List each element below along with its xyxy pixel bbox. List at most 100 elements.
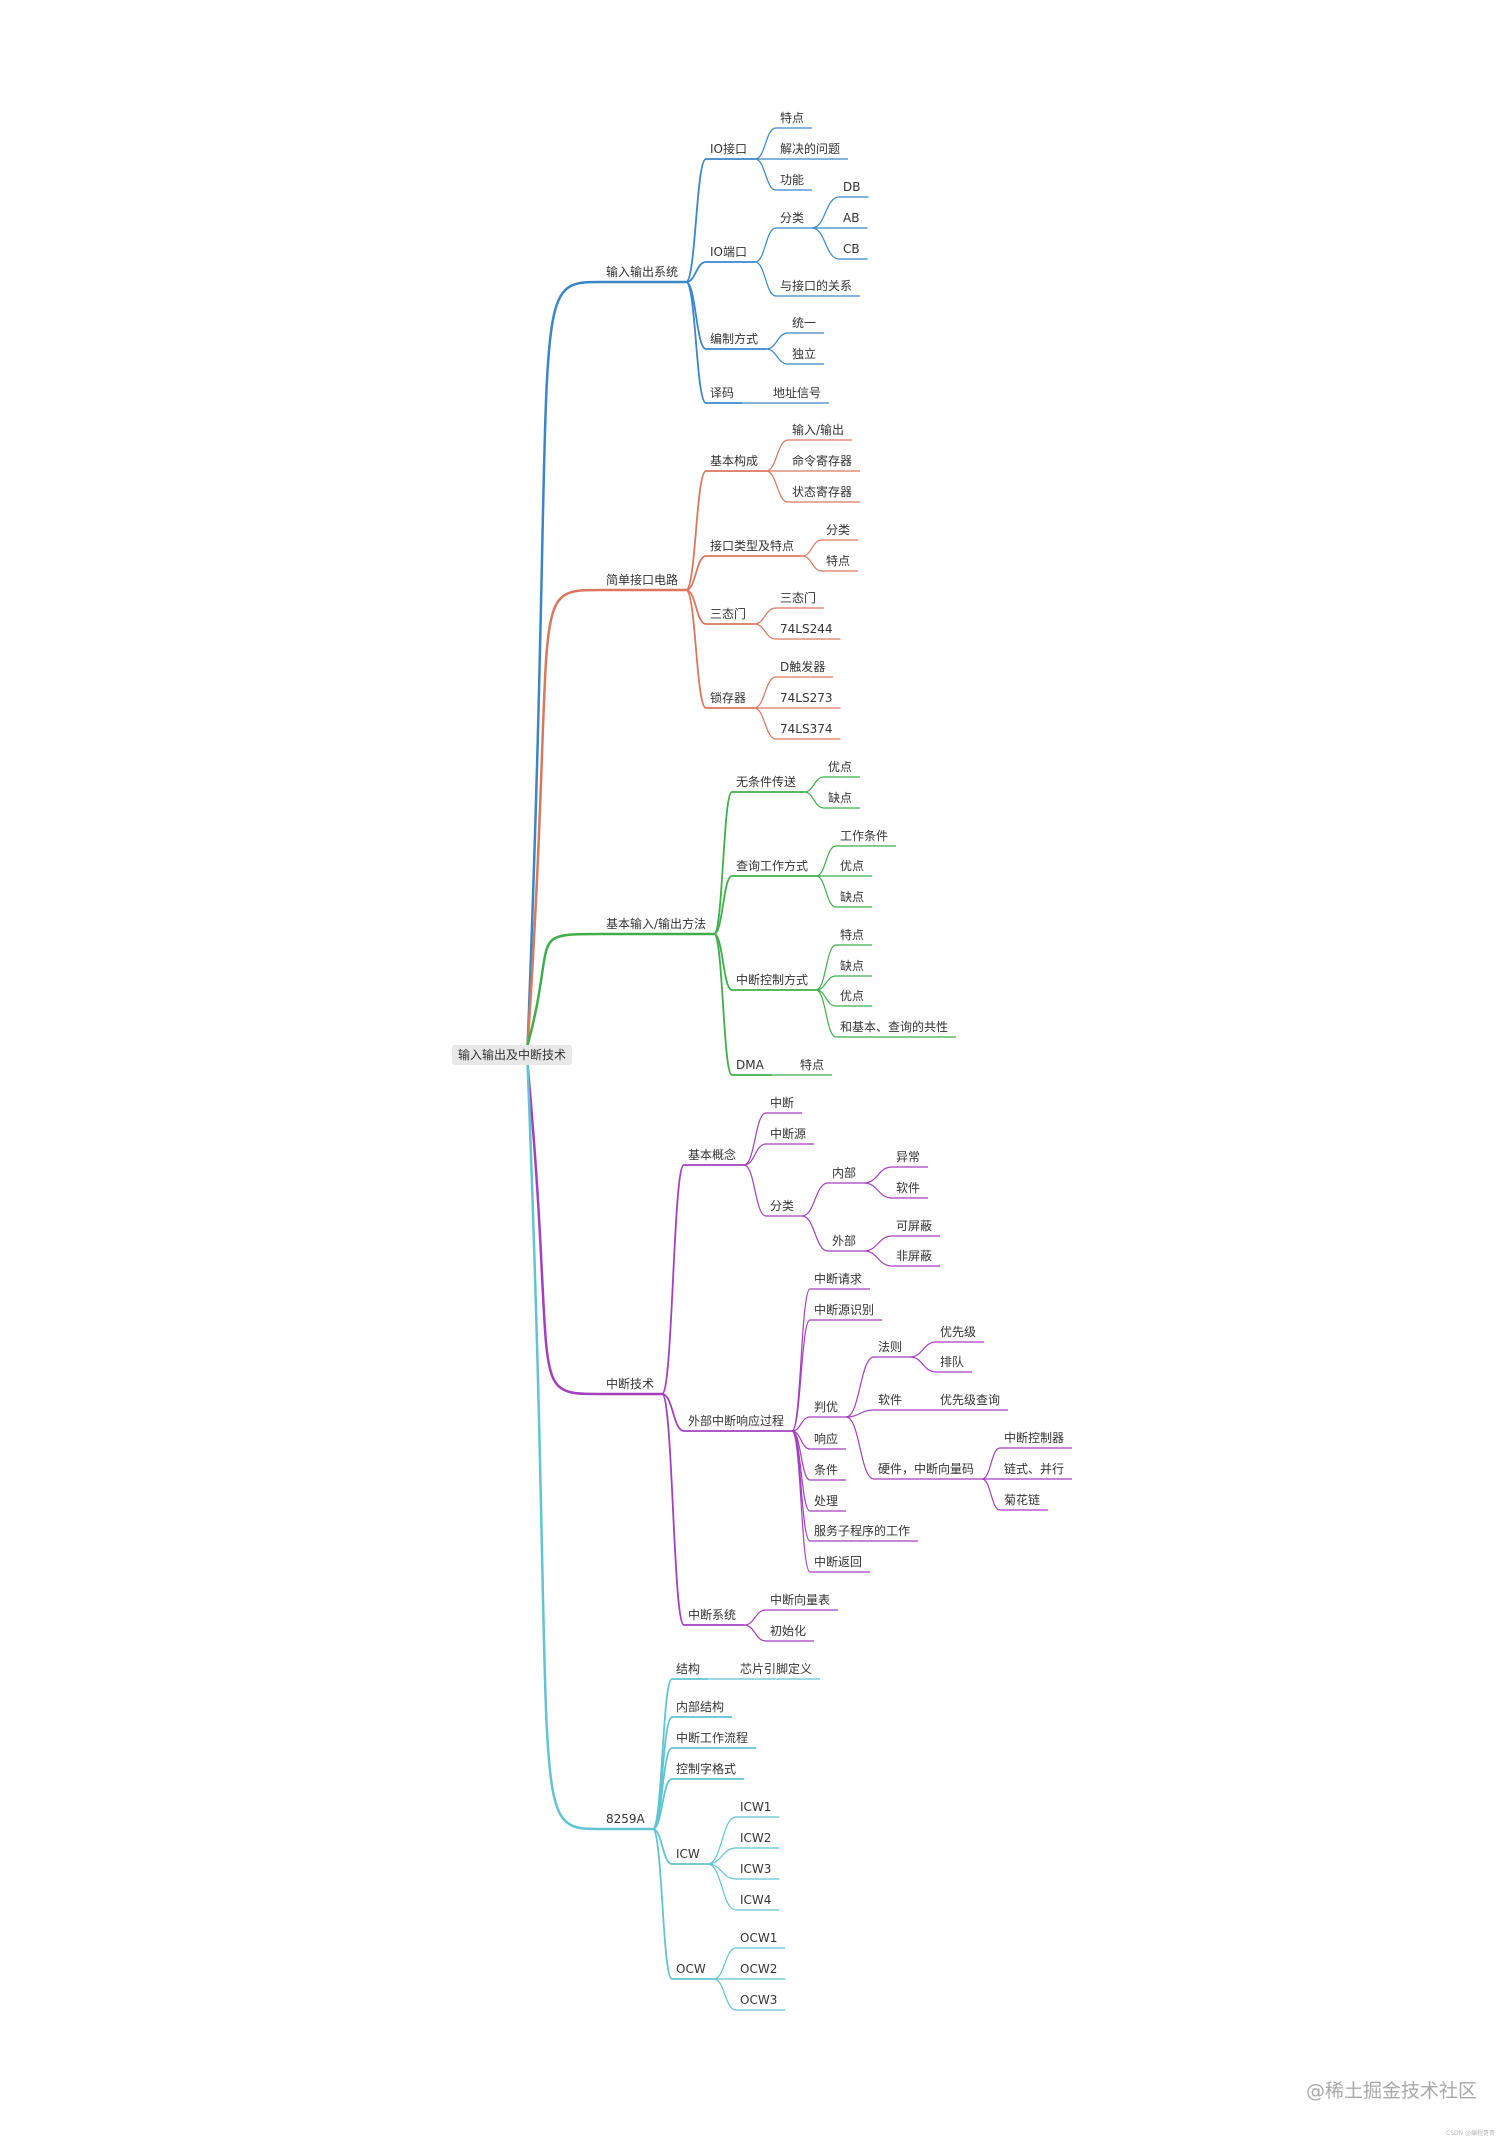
mind-map-node-label[interactable]: ICW2 (740, 1831, 771, 1845)
mind-map-node-label[interactable]: D触发器 (780, 659, 825, 674)
mind-map-node-label[interactable]: 链式、并行 (1004, 1461, 1064, 1476)
mind-map-node-label[interactable]: 中断请求 (814, 1271, 862, 1286)
mind-map-node-label[interactable]: 三态门 (710, 606, 746, 621)
mind-map-node-label[interactable]: 特点 (800, 1057, 824, 1072)
mind-map-node-label[interactable]: 软件 (896, 1181, 920, 1195)
mind-map-node-label[interactable]: 中断返回 (814, 1554, 862, 1569)
mind-map-node-label[interactable]: 中断源识别 (814, 1302, 874, 1317)
branch-connector (713, 791, 733, 935)
mind-map-node-label[interactable]: 编制方式 (710, 331, 758, 346)
mind-map-node-label[interactable]: CB (843, 242, 860, 256)
mind-map-node-label[interactable]: 法则 (878, 1340, 902, 1354)
mind-map-node-label[interactable]: 基本输入/输出方法 (606, 916, 706, 931)
mind-map-node-label[interactable]: DB (843, 180, 860, 194)
mind-map-node-label[interactable]: 输入/输出 (792, 422, 844, 437)
mind-map-node-label[interactable]: 解决的问题 (780, 141, 840, 156)
mind-map-node-label[interactable]: 优点 (840, 989, 864, 1003)
mind-map-node-label[interactable]: OCW3 (740, 1993, 777, 2007)
mind-map-node-label[interactable]: 译码 (710, 386, 734, 400)
mind-map-node-label[interactable]: 结构 (676, 1661, 700, 1676)
mind-map-node-label[interactable]: ICW1 (740, 1800, 771, 1814)
mind-map-node-label[interactable]: 特点 (840, 927, 864, 942)
branch-connector (685, 281, 707, 404)
mind-map-node-label[interactable]: 基本构成 (710, 453, 758, 468)
mind-map-node-label[interactable]: 统一 (792, 316, 816, 330)
mind-map-node-label[interactable]: 无条件传送 (736, 774, 796, 789)
mind-map-node-label[interactable]: 硬件，中断向量码 (878, 1461, 974, 1476)
mind-map-node-label[interactable]: 中断系统 (688, 1607, 736, 1622)
mind-map-node-label[interactable]: 8259A (606, 1812, 646, 1826)
mind-map-node-label[interactable]: 优点 (840, 859, 864, 873)
mind-map-node-label[interactable]: 异常 (896, 1150, 920, 1164)
mind-map-node-label[interactable]: 中断技术 (606, 1376, 654, 1391)
root-node-box[interactable] (452, 1045, 573, 1065)
mind-map-node-label[interactable]: 芯片引脚定义 (740, 1661, 812, 1676)
branch-connector (815, 875, 837, 908)
mind-map-node-label[interactable]: DMA (736, 1058, 765, 1072)
mind-map-node-label[interactable]: 优点 (828, 760, 852, 774)
mind-map-node-label[interactable]: 74LS374 (780, 722, 832, 736)
mind-map-node-label[interactable]: 地址信号 (773, 386, 821, 400)
mind-map-node-label[interactable]: OCW2 (740, 1962, 777, 1976)
mind-map-node-label[interactable]: 优先级 (940, 1325, 976, 1339)
mind-map-node-label[interactable]: 响应 (814, 1431, 838, 1446)
mind-map-node-label[interactable]: OCW (676, 1962, 706, 1976)
mind-map-node-label[interactable]: 条件 (814, 1463, 838, 1477)
mind-map-node-label[interactable]: 外部中断响应过程 (688, 1413, 784, 1428)
mind-map-node-label[interactable]: 锁存器 (710, 690, 746, 705)
mind-map-node-label[interactable]: 中断 (770, 1095, 794, 1110)
mind-map-node-label[interactable]: 初始化 (770, 1624, 806, 1638)
mind-map-node-label[interactable]: 外部 (832, 1233, 856, 1248)
mind-map-node-label[interactable]: ICW4 (740, 1893, 771, 1907)
mind-map-node-label[interactable]: 服务子程序的工作 (814, 1523, 910, 1538)
mind-map-node-label[interactable]: 接口类型及特点 (710, 538, 794, 553)
mind-map-node-label[interactable]: 三态门 (780, 590, 816, 605)
mind-map-node-label[interactable]: 缺点 (840, 958, 864, 973)
mind-map-node-label[interactable]: 优先级查询 (940, 1393, 1000, 1407)
mind-map-node-label[interactable]: 判优 (814, 1400, 838, 1414)
mind-map-node-label[interactable]: 菊花链 (1004, 1492, 1040, 1507)
mind-map-node-label[interactable]: 中断控制方式 (736, 972, 808, 987)
mind-map-node-label[interactable]: 分类 (770, 1199, 794, 1213)
mind-map-node-label[interactable]: 状态寄存器 (792, 484, 852, 499)
mind-map-node-label[interactable]: 与接口的关系 (780, 278, 852, 293)
mind-map-node-label[interactable]: OCW1 (740, 1931, 777, 1945)
mind-map-node-label[interactable]: 内部结构 (676, 1699, 724, 1714)
mind-map-node-label[interactable]: 排队 (940, 1354, 964, 1369)
mind-map-node-label[interactable]: 控制字格式 (676, 1761, 736, 1776)
mind-map-node-label[interactable]: 中断源 (770, 1126, 806, 1141)
mind-map-node-label[interactable]: 中断控制器 (1004, 1430, 1064, 1445)
mind-map-node-label[interactable]: 特点 (780, 110, 804, 125)
mind-map-node-label[interactable]: 命令寄存器 (792, 453, 852, 468)
mind-map-node-label[interactable]: 缺点 (840, 889, 864, 904)
root-node-label[interactable]: 输入输出及中断技术 (458, 1047, 566, 1062)
mind-map-node-label[interactable]: 简单接口电路 (606, 572, 678, 587)
mind-map-node-label[interactable]: ICW (676, 1847, 700, 1861)
mind-map-node-label[interactable]: 缺点 (828, 790, 852, 805)
mind-map-node-label[interactable]: IO接口 (710, 141, 747, 156)
mind-map-node-label[interactable]: 74LS273 (780, 691, 832, 705)
mind-map-node-label[interactable]: 内部 (832, 1165, 856, 1180)
mind-map-node-label[interactable]: 分类 (780, 211, 804, 225)
mind-map-node-label[interactable]: 输入输出系统 (606, 264, 678, 279)
mind-map-node-label[interactable]: 软件 (878, 1393, 902, 1407)
mind-map-node-label[interactable]: 和基本、查询的共性 (840, 1019, 948, 1034)
mind-map-node-label[interactable]: AB (843, 211, 859, 225)
mind-map-node-label[interactable]: 可屏蔽 (896, 1219, 932, 1233)
mind-map-node-label[interactable]: 工作条件 (840, 829, 888, 843)
mind-map-node-label[interactable]: 特点 (826, 553, 850, 568)
mind-map-node-label[interactable]: IO端口 (710, 245, 747, 259)
mind-map-node-label[interactable]: 非屏蔽 (896, 1249, 932, 1263)
mind-map-node-label[interactable]: 分类 (826, 523, 850, 537)
mind-map-node-label[interactable]: 中断向量表 (770, 1592, 830, 1607)
mind-map-node-label[interactable]: 查询工作方式 (736, 858, 808, 873)
mind-map-node-label[interactable]: 74LS244 (780, 622, 832, 636)
mind-map-node-label[interactable]: ICW3 (740, 1862, 771, 1876)
mind-map-node-label[interactable]: 功能 (780, 173, 804, 187)
mind-map-node-label[interactable]: 处理 (814, 1494, 838, 1508)
mind-map-node-label[interactable]: 独立 (792, 346, 816, 361)
mind-map-node-label[interactable]: 中断工作流程 (676, 1730, 748, 1745)
branch-connector (803, 776, 825, 793)
branch-connector (685, 470, 707, 591)
mind-map-node-label[interactable]: 基本概念 (688, 1147, 736, 1162)
